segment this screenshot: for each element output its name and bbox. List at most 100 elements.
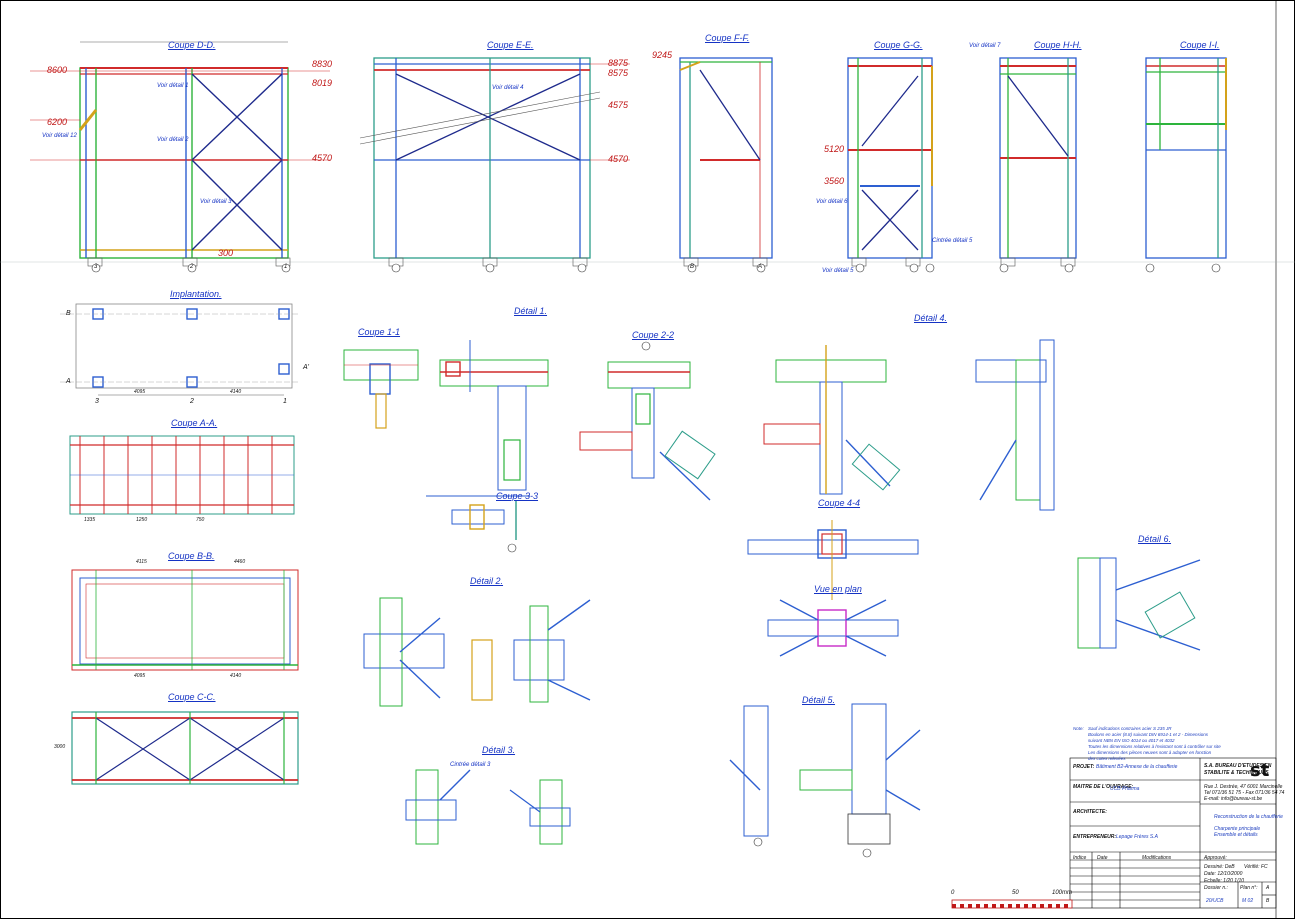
date-value: Date: 12/10/2000 (1204, 871, 1243, 877)
implantation-title: Implantation. (170, 289, 222, 299)
dim-bb-bot-2: 4140 (230, 673, 242, 679)
revision-date-header: Date (1097, 855, 1108, 861)
contractor-value: Lepage Frères S.A (1116, 834, 1158, 840)
detail-2-title: Détail 2. (470, 576, 504, 586)
section-ii-drawing (1145, 57, 1227, 259)
level-6200: 6200 (47, 117, 68, 127)
dim-bb-top-2: 4460 (234, 559, 246, 565)
detail-5-title: Détail 5. (802, 695, 836, 705)
note-line: Sauf indications contraires acier S 235 … (1088, 726, 1172, 731)
contractor-label: ENTREPRENEUR: (1073, 834, 1117, 840)
section-hh-title: Coupe H-H. (1034, 40, 1082, 50)
dim-impl-a: 4095 (134, 389, 146, 395)
implantation-drawing (60, 303, 300, 396)
file-value: 20/UCB (1206, 898, 1224, 904)
section-44-drawing (747, 520, 919, 600)
project-label: PROJET: (1073, 764, 1095, 770)
section-aa-title: Coupe A-A. (171, 418, 218, 428)
impl-axis-B: B (66, 310, 71, 317)
object-line-1: Reconstruction de la chaufferie (1214, 814, 1283, 820)
section-22-title: Coupe 2-2 (632, 330, 675, 340)
detail-4-drawing (763, 339, 1055, 511)
level-8600: 8600 (47, 65, 68, 75)
level-3560: 3560 (824, 176, 845, 186)
level-8875: 8875 (608, 58, 629, 68)
plan-view-drawing (767, 599, 899, 657)
callout-detail-1: Voir détail 1 (157, 83, 189, 89)
detail-1-drawing (426, 340, 549, 497)
impl-axis-A: A (66, 378, 71, 385)
detail-5-drawing (729, 703, 921, 845)
section-ff-title: Coupe F-F. (705, 33, 750, 43)
scale-bar (951, 899, 1073, 909)
section-ee-title: Coupe E-E. (487, 40, 534, 50)
detail-4-title: Détail 4. (914, 313, 948, 323)
level-8575: 8575 (608, 68, 629, 78)
title-block-frame (1069, 757, 1277, 909)
callout-detail-6: Voir détail 6 (816, 199, 848, 205)
level-9245: 9245 (652, 50, 673, 60)
scale-label-100: 100mm (1052, 890, 1073, 896)
file-label: Dossier n.: (1204, 885, 1228, 891)
firm-name-1: S.A. BUREAU D'ETUDES EN (1204, 763, 1272, 769)
scale-label-0: 0 (951, 890, 955, 896)
revision-index-header: Indice (1073, 855, 1087, 861)
section-cc-drawing (71, 711, 299, 785)
object-line-2: Charpente principale (1214, 826, 1261, 832)
note-line: Les dimensions des pièces neuves sont à … (1088, 750, 1212, 755)
detail-6-drawing (1077, 557, 1201, 651)
callout-cintre-3: Cintrée détail 3 (450, 762, 491, 768)
dim-bb-bot-1: 4095 (134, 673, 146, 679)
level-8830: 8830 (312, 59, 333, 69)
axis-3: 3 (94, 264, 98, 270)
section-33-drawing (451, 500, 517, 540)
note-line: suivant NBN EN ISO 4014 ou 4017 et 4032 (1088, 738, 1175, 743)
axis-A: A (758, 264, 763, 270)
dim-aa-3: 750 (196, 517, 205, 523)
section-ii-title: Coupe I-I. (1180, 40, 1220, 50)
level-5120: 5120 (824, 144, 845, 154)
note-line: Boulons en acier (8.8) suivant DIN 6914-… (1088, 732, 1209, 737)
project-value: Bâtiment B2-Annexe de la chaufferie (1096, 764, 1178, 770)
firm-logo: st (1250, 760, 1270, 781)
level-4570-dd: 4570 (312, 153, 333, 163)
section-hh-drawing (999, 57, 1077, 267)
section-gg-drawing (847, 57, 933, 267)
note-line: Toutes les dimensions relatives à l'exis… (1088, 744, 1221, 749)
owner-label: MAITRE DE L'OUVRAGE: (1073, 784, 1134, 790)
scale-value: Echelle: 1/20 1/10 (1204, 878, 1245, 884)
callout-cintre-5: Cintrée détail 5 (932, 238, 973, 244)
callout-detail-12: Voir détail 12 (42, 133, 77, 139)
approved-label: Approuvé: (1204, 855, 1227, 861)
section-22-drawing (579, 361, 716, 501)
note-heading: Note: (1073, 726, 1084, 731)
callout-detail-4: Voir détail 4 (492, 85, 524, 91)
dim-aa-2: 1250 (136, 517, 148, 523)
impl-axis-2: 2 (190, 398, 194, 405)
architect-label: ARCHITECTE: (1073, 809, 1107, 815)
axis-1: 1 (284, 264, 288, 270)
detail-6-title: Détail 6. (1138, 534, 1172, 544)
impl-axis-A-prime: A' (303, 364, 310, 371)
section-bb-title: Coupe B-B. (168, 551, 215, 561)
detail-3-drawing (405, 769, 571, 845)
dim-cc-left: 3000 (54, 744, 66, 750)
firm-address-3: E-mail: info@bureau-st.be (1204, 796, 1263, 802)
section-ff-drawing (679, 57, 773, 267)
section-33-title: Coupe 3-3 (496, 491, 539, 501)
axis-B: B (690, 264, 695, 270)
level-4575: 4575 (608, 100, 629, 110)
callout-detail-5: Voir détail 5 (822, 268, 854, 274)
checked-by: Vérifié: FC (1244, 864, 1268, 870)
plan-label: Plan n°: (1240, 885, 1258, 891)
callout-detail-3: Voir détail 3 (200, 199, 232, 205)
dim-bb-top-1: 4115 (136, 559, 147, 565)
level-4570-ee: 4570 (608, 154, 629, 164)
drawn-by: Dessiné: DeB (1204, 864, 1235, 870)
detail-1-title: Détail 1. (514, 306, 548, 316)
callout-detail-2: Voir détail 2 (157, 137, 189, 143)
axis-2: 2 (190, 264, 194, 270)
level-8019: 8019 (312, 78, 333, 88)
section-dd-title: Coupe D-D. (168, 40, 216, 50)
plan-value: M 02 (1242, 898, 1254, 904)
